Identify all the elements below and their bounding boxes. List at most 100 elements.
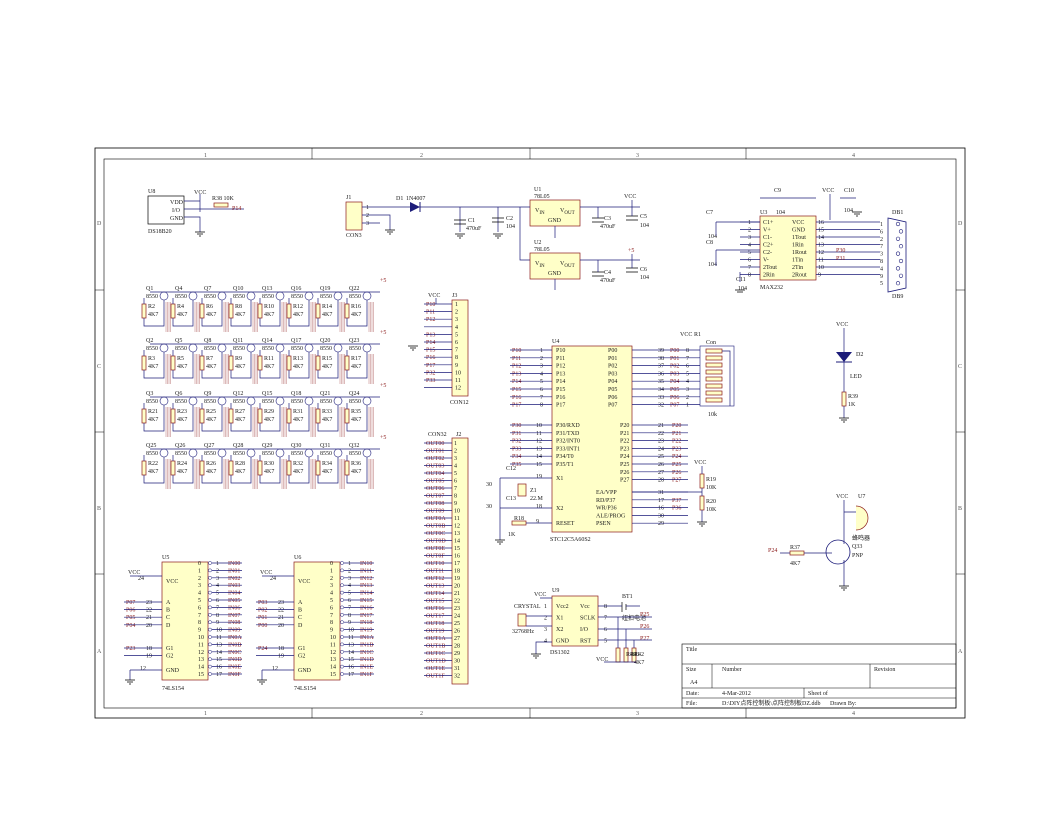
u5-enable-pin: 18 [146,646,152,652]
j3-pin-num: 7 [455,348,458,354]
wire [143,403,165,432]
u3-left-pin-num: 1 [748,220,751,226]
j1-pin: 3 [366,221,369,227]
resistor-value: 4K7 [264,417,274,423]
transistor-ref: Q26 [175,443,185,449]
c9-ref: C9 [774,188,781,194]
c12-value: 30 [486,482,492,488]
c10-value: 104 [844,208,853,214]
u4-right2-net: P27 [672,478,681,484]
db9-part: DB9 [892,294,903,300]
u4-left2-pin: 14 [536,454,542,460]
u5-out-net: IN06 [228,605,240,611]
u2-ref: U2 [534,240,541,246]
resistor-symbol [344,303,350,319]
u5-out-name: 2 [198,576,201,582]
u3-right-pin-num: 16 [818,220,824,226]
resistor-ref: R30 [264,461,274,467]
u6-out-bubble [340,672,344,676]
transistor-ref: Q30 [291,443,301,449]
transistor-type: 8550 [262,451,274,457]
u5-out-net: IN0F [228,672,241,678]
j2-pin-num: 18 [454,569,460,575]
u4-right-name: P07 [608,403,617,409]
u6-out-net: IN1B [360,642,373,648]
u6-out-pin: 9 [348,620,351,626]
j1-ref: J1 [346,195,351,201]
transistor-symbol [188,396,198,406]
u4-right2-pin: 21 [658,423,664,429]
db9-pin-num: 8 [880,259,883,265]
transistor-ref: Q13 [262,286,272,292]
drawn-label: Drawn By: [830,701,857,707]
u5-out-net: IN0D [228,657,242,663]
resistor-symbol [286,303,292,319]
u4-right-name: P01 [608,356,617,362]
transistor-type: 8550 [175,451,187,457]
j2-pin-num: 9 [454,501,457,507]
db9-pin-num: 3 [880,252,883,258]
transistor-ref: Q2 [146,338,153,344]
r1-cell [705,383,723,389]
wire [722,350,731,406]
d1-part: 1N4007 [406,196,425,202]
u4-right-name: P00 [608,348,617,354]
u5-out-name: 13 [198,657,204,663]
u4-left-pin: 8 [540,403,543,409]
c13-ref: C13 [506,496,516,502]
transistor-ref: Q21 [320,391,330,397]
ground-symbol [125,679,135,685]
r1-cell [705,376,723,382]
j2-net: OUT02 [426,456,444,462]
resistor-symbol [315,460,321,476]
c3-ref: C3 [604,216,611,222]
resistor-value: 4K7 [322,364,332,370]
j1-pin: 2 [366,213,369,219]
resistor-value: 4K7 [235,312,245,318]
u6-addr-pin: 20 [278,623,284,629]
transistor-type: 8550 [146,294,158,300]
c11-ref: C11 [736,277,746,283]
resistor-symbol [257,408,263,424]
db9-pin-contact [895,281,901,286]
u6-out-pin: 5 [348,591,351,597]
resistor-ref: R22 [148,461,158,467]
j2-net: OUT00 [426,441,444,447]
resistor-ref: R17 [351,356,361,362]
u5-out-bubble [208,598,212,602]
u9-right-pin: 5 [604,639,607,645]
u5-body [161,561,209,681]
resistor-ref: R31 [293,409,303,415]
u9-right-name: SCLK [580,616,596,622]
u4-right3-net: P37 [672,498,681,504]
u3-left-pin-num: 7 [748,265,751,271]
u6-vcc-label: VCC [260,570,272,576]
u4-left2-name: P34/T0 [556,454,574,460]
u4-left-pin: 4 [540,371,543,377]
resistor-value: 4K7 [177,364,187,370]
transistor-symbol [217,343,227,353]
transistor-ref: Q11 [233,338,243,344]
wire [346,455,368,484]
resistor-value: 4K7 [293,364,303,370]
u6-out-name: 7 [330,613,333,619]
d1-diode: D1 1N4007 [396,196,530,261]
wire [288,455,310,484]
resistor-value: 4K7 [322,469,332,475]
u9-part: DS1302 [550,650,570,656]
c1-value: 470uF [466,226,482,232]
transistor-type: 8550 [320,451,332,457]
transistor-type: 8550 [175,346,187,352]
transistor-symbol [304,448,314,458]
j2-net: OUT04 [426,471,444,477]
u3-left-pin-num: 8 [748,273,751,279]
u4-right2-name: P22 [620,439,629,445]
u6-out-net: IN14 [360,591,372,597]
u9-ref: U9 [552,588,559,594]
j3-pin-num: 10 [455,370,461,376]
u3-right-pin-num: 14 [818,235,824,241]
j2-pin-num: 14 [454,539,460,545]
resistor-symbol [257,303,263,319]
